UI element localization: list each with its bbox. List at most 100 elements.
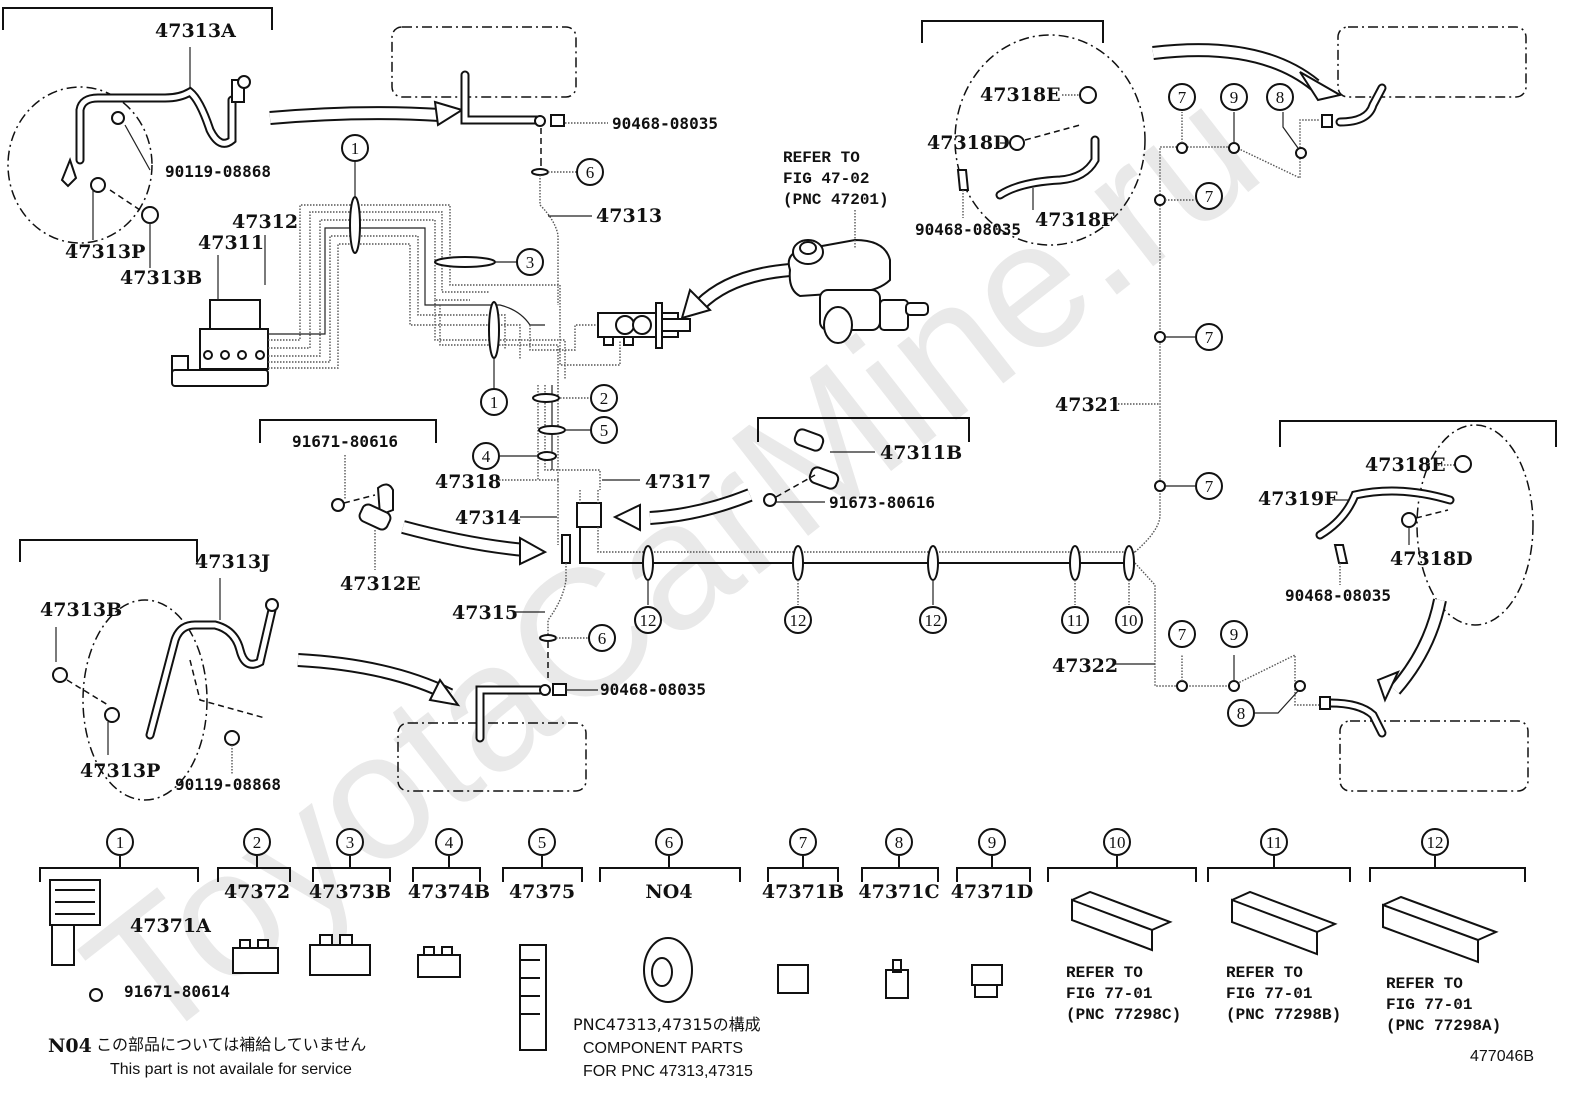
label-90468-08035-topright[interactable]: 90468-08035: [915, 220, 1021, 239]
legend-callout-4[interactable]: 4: [435, 828, 463, 856]
legend-part-47374B[interactable]: 47374B: [408, 881, 490, 903]
callout-7[interactable]: 7: [1195, 323, 1223, 351]
legend-part-47373B[interactable]: 47373B: [309, 881, 391, 903]
callout-5[interactable]: 5: [590, 416, 618, 444]
callout-12[interactable]: 12: [784, 606, 812, 634]
callout-number: 4: [445, 833, 454, 852]
callout-circle: [588, 624, 616, 652]
legend-part-47375[interactable]: 47375: [509, 881, 575, 903]
callout-6[interactable]: 6: [576, 158, 604, 186]
callout-1[interactable]: 1: [341, 134, 369, 162]
legend-ref-12-line1[interactable]: REFER TO: [1386, 975, 1463, 993]
label-47311[interactable]: 47311: [198, 232, 264, 254]
clip-icon: [1454, 455, 1472, 473]
caliper-box-rear-right: [1319, 696, 1529, 792]
legend-callout-9[interactable]: 9: [978, 828, 1006, 856]
legend-callout-11[interactable]: 11: [1260, 828, 1288, 856]
legend-callout-3[interactable]: 3: [336, 828, 364, 856]
callout-11[interactable]: 11: [1061, 606, 1089, 634]
callout-10[interactable]: 10: [1115, 606, 1143, 634]
callout-1[interactable]: 1: [480, 388, 508, 416]
callout-9[interactable]: 9: [1220, 620, 1248, 648]
label-90468-08035-top[interactable]: 90468-08035: [612, 114, 718, 133]
label-47314[interactable]: 47314: [455, 507, 521, 529]
callout-number: 3: [346, 833, 355, 852]
label-90119-08868-bottom[interactable]: 90119-08868: [175, 775, 281, 794]
callout-2[interactable]: 2: [590, 384, 618, 412]
legend-ref-10-line1[interactable]: REFER TO: [1066, 964, 1143, 982]
label-90119-08868[interactable]: 90119-08868: [165, 162, 271, 181]
legend-part-91671-80614[interactable]: 91671-80614: [124, 982, 230, 1001]
master-cyl-ref-line2[interactable]: FIG 47-02: [783, 170, 869, 188]
label-47318D-top[interactable]: 47318D: [927, 132, 1010, 154]
label-47317[interactable]: 47317: [645, 471, 711, 493]
label-47322[interactable]: 47322: [1052, 655, 1118, 677]
legend-ref-12-line3[interactable]: (PNC 77298A): [1386, 1017, 1501, 1035]
group-47313A: 47313A 90119-08868 47313P 47313B: [2, 7, 465, 289]
label-47313A[interactable]: 47313A: [155, 20, 236, 42]
callout-9[interactable]: 9: [1220, 83, 1248, 111]
legend-part-47371C[interactable]: 47371C: [858, 881, 939, 903]
label-47313J[interactable]: 47313J: [195, 551, 270, 573]
legend-callout-12[interactable]: 12: [1421, 828, 1449, 856]
legend-ref-11-line2[interactable]: FIG 77-01: [1226, 985, 1312, 1003]
legend-bracket: [39, 856, 199, 882]
label-47313[interactable]: 47313: [596, 205, 662, 227]
master-cyl-ref-line1[interactable]: REFER TO: [783, 149, 860, 167]
label-47313P-bottom[interactable]: 47313P: [80, 760, 160, 782]
label-47312E[interactable]: 47312E: [340, 573, 421, 595]
legend-part-47371D[interactable]: 47371D: [951, 881, 1034, 903]
callout-7[interactable]: 7: [1195, 472, 1223, 500]
label-47313B-bottom[interactable]: 47313B: [40, 599, 122, 621]
legend-ref-12-line2[interactable]: FIG 77-01: [1386, 996, 1472, 1014]
legend-callout-10[interactable]: 10: [1103, 828, 1131, 856]
callout-7[interactable]: 7: [1168, 620, 1196, 648]
legend-ref-10-line3[interactable]: (PNC 77298C): [1066, 1006, 1181, 1024]
callout-8[interactable]: 8: [1266, 83, 1294, 111]
legend-callout-8[interactable]: 8: [885, 828, 913, 856]
label-47311B[interactable]: 47311B: [880, 442, 962, 464]
label-47313B[interactable]: 47313B: [120, 267, 202, 289]
legend-callout-6[interactable]: 6: [655, 828, 683, 856]
callout-4[interactable]: 4: [472, 442, 500, 470]
callout-12[interactable]: 12: [919, 606, 947, 634]
callout-3[interactable]: 3: [516, 248, 544, 276]
label-91671-80616[interactable]: 91671-80616: [292, 432, 398, 451]
callout-6[interactable]: 6: [588, 624, 616, 652]
callout-12[interactable]: 12: [634, 606, 662, 634]
label-47318E-right[interactable]: 47318E: [1365, 454, 1446, 476]
callout-circle: [590, 384, 618, 412]
label-91673-80616[interactable]: 91673-80616: [829, 493, 935, 512]
label-47318D-right[interactable]: 47318D: [1390, 548, 1473, 570]
callout-7[interactable]: 7: [1195, 182, 1223, 210]
label-47319F[interactable]: 47319F: [1258, 488, 1338, 510]
label-47313P[interactable]: 47313P: [65, 241, 145, 263]
legend-callout-5[interactable]: 5: [528, 828, 556, 856]
callout-7[interactable]: 7: [1168, 83, 1196, 111]
legend-part-NO4[interactable]: NO4: [645, 881, 692, 903]
label-47321[interactable]: 47321: [1055, 394, 1121, 416]
label-47318[interactable]: 47318: [435, 471, 501, 493]
legend-ref-11-line1[interactable]: REFER TO: [1226, 964, 1303, 982]
callout-number: 8: [1276, 88, 1285, 107]
callout-8[interactable]: 8: [1227, 699, 1255, 727]
label-90468-08035-bottom[interactable]: 90468-08035: [600, 680, 706, 699]
label-47318F[interactable]: 47318F: [1035, 209, 1115, 231]
label-47312[interactable]: 47312: [232, 211, 298, 233]
legend-bracket: [502, 856, 583, 882]
label-47315[interactable]: 47315: [452, 602, 518, 624]
master-cyl-ref-line3[interactable]: (PNC 47201): [783, 191, 889, 209]
legend-callout-2[interactable]: 2: [243, 828, 271, 856]
legend-callout-7[interactable]: 7: [789, 828, 817, 856]
legend-part-47371A[interactable]: 47371A: [130, 915, 211, 937]
legend-ref-11-line3[interactable]: (PNC 77298B): [1226, 1006, 1341, 1024]
legend-part-47372[interactable]: 47372: [224, 881, 290, 903]
label-90468-08035-right[interactable]: 90468-08035: [1285, 586, 1391, 605]
legend-ref-10-line2[interactable]: FIG 77-01: [1066, 985, 1152, 1003]
group-47311B: 47311B 91673-80616: [612, 417, 970, 532]
legend-part-47371B[interactable]: 47371B: [762, 881, 844, 903]
label-47318E-top[interactable]: 47318E: [980, 84, 1061, 106]
legend-callout-1[interactable]: 1: [106, 828, 134, 856]
